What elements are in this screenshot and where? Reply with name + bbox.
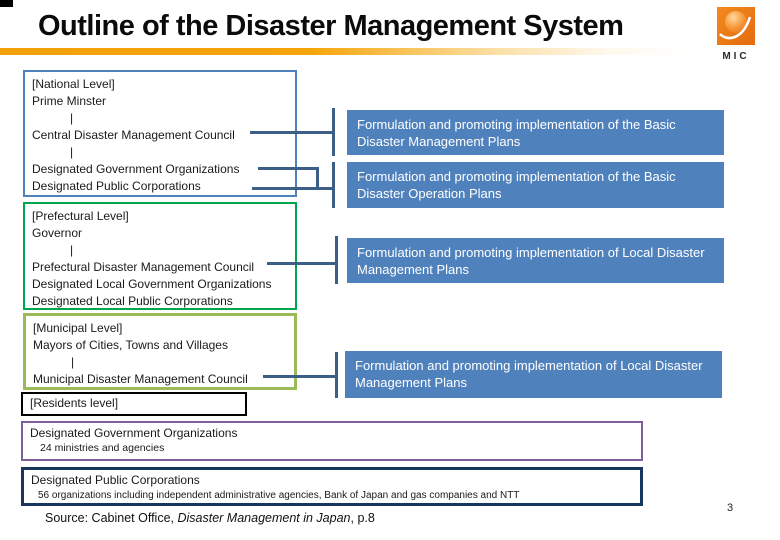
source-prefix: Source: Cabinet Office, [45, 511, 178, 525]
connector-bracket-local-plan-municipal [335, 352, 338, 398]
municipal-line: Mayors of Cities, Towns and Villages [33, 338, 228, 352]
public-corps-title: Designated Public Corporations [31, 473, 200, 487]
source-italic-title: Disaster Management in Japan [177, 511, 351, 525]
plan-box-basic-operation: Formulation and promoting implementation… [347, 162, 724, 208]
mic-logo: MIC [714, 7, 758, 62]
prefectural-level-box: [Prefectural Level] Governor | Prefectur… [23, 202, 297, 310]
municipal-line: Municipal Disaster Management Council [33, 372, 248, 386]
national-line: [National Level] [32, 77, 115, 91]
prefectural-line: Prefectural Disaster Management Council [32, 260, 255, 274]
source-suffix: , p.8 [350, 511, 375, 525]
public-corps-subtitle: 56 organizations including independent a… [38, 490, 520, 501]
prefectural-line: Designated Local Public Corporations [32, 294, 233, 308]
designated-public-corps-box: Designated Public Corporations 56 organi… [21, 467, 643, 506]
national-line: Designated Government Organizations [32, 162, 240, 176]
national-line: Designated Public Corporations [32, 179, 201, 193]
gov-orgs-title: Designated Government Organizations [30, 426, 238, 440]
plan-box-basic-management: Formulation and promoting implementation… [347, 110, 724, 155]
connector-prefectural-council [267, 262, 336, 265]
residents-label: [Residents level] [30, 396, 119, 410]
gov-orgs-subtitle: 24 ministries and agencies [40, 442, 165, 454]
title-underline-bar [0, 48, 690, 55]
hierarchy-pipe: | [70, 145, 74, 159]
connector-gov-orgs-elbow [316, 167, 319, 189]
municipal-line: [Municipal Level] [33, 321, 123, 335]
page-number: 3 [726, 502, 734, 514]
hierarchy-pipe: | [70, 111, 74, 125]
residents-level-box: [Residents level] [21, 392, 247, 416]
connector-bracket-basic-plan [332, 108, 335, 156]
mic-logo-icon [717, 7, 755, 45]
connector-gov-orgs [258, 167, 318, 170]
connector-bracket-local-plan-prefectural [335, 236, 338, 284]
page-title: Outline of the Disaster Management Syste… [38, 10, 624, 42]
prefectural-line: Designated Local Government Organization… [32, 277, 272, 291]
connector-municipal-council [263, 375, 336, 378]
hierarchy-pipe: | [70, 243, 74, 257]
municipal-level-box: [Municipal Level] Mayors of Cities, Town… [23, 313, 297, 390]
corner-mark [0, 0, 13, 7]
connector-bracket-operation-plan [332, 162, 335, 208]
mic-logo-text: MIC [722, 51, 750, 62]
national-line: Central Disaster Management Council [32, 128, 235, 142]
source-citation: Source: Cabinet Office, Disaster Managem… [45, 511, 375, 525]
prefectural-line: Governor [32, 226, 83, 240]
hierarchy-pipe: | [71, 355, 75, 369]
plan-box-local-prefectural: Formulation and promoting implementation… [347, 238, 724, 283]
connector-council-to-basic-plan [250, 131, 334, 134]
plan-box-local-municipal: Formulation and promoting implementation… [345, 351, 722, 398]
national-level-box: [National Level] Prime Minster | Central… [23, 70, 297, 197]
designated-gov-orgs-box: Designated Government Organizations 24 m… [21, 421, 643, 461]
prefectural-line: [Prefectural Level] [32, 209, 129, 223]
national-line: Prime Minster [32, 94, 107, 108]
connector-public-corps-to-operation-plan [252, 187, 334, 190]
